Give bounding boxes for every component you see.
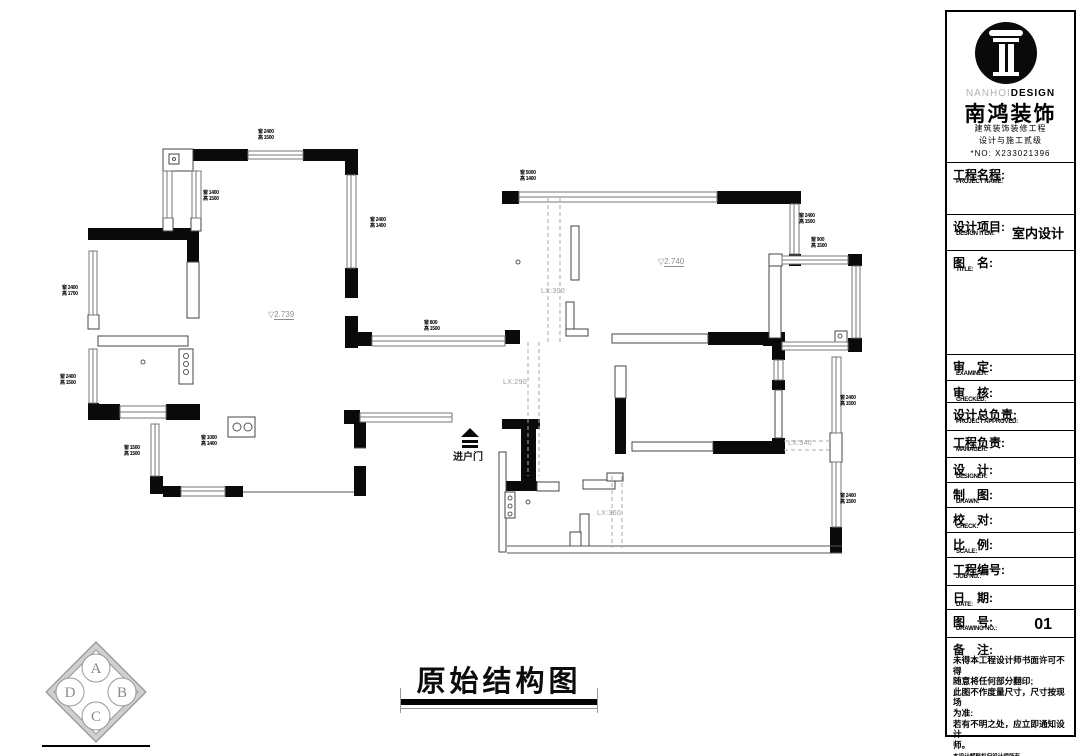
drawing-number-value: 01 bbox=[1034, 616, 1052, 633]
copyright-note: 本设计解释权归设计师所有。 bbox=[953, 752, 1071, 756]
beam-label: LX:340 bbox=[788, 440, 812, 447]
cert-line-1: 建筑装饰装修工程 bbox=[974, 124, 1047, 133]
field-design-item: 设计项目: DESIGN ITEM: 室内设计 bbox=[947, 214, 1074, 250]
beam-dashed-lines bbox=[527, 198, 830, 548]
field-drawn: 制 图: DRAWN: bbox=[947, 482, 1074, 507]
field-project-name: 工程名程: PROJECT NAME: bbox=[947, 162, 1074, 214]
field-examiner: 审 定: EXAMINER: bbox=[947, 354, 1074, 380]
walls-black bbox=[88, 149, 862, 553]
field-drawing-no: 图 号: DRAWING NO.: 01 bbox=[947, 609, 1074, 637]
logo-wordmark: NANHOIDESIGN bbox=[947, 88, 1074, 99]
company-name: 南鸿装饰 bbox=[964, 103, 1057, 126]
logo-text-nanhoi: NANHOI bbox=[965, 88, 1011, 99]
cert-line-2: 设计与施工贰级 bbox=[979, 136, 1042, 145]
plan-title: 原始结构图 bbox=[416, 666, 582, 698]
walls-outline bbox=[87, 148, 848, 553]
design-item-value: 室内设计 bbox=[1011, 226, 1064, 241]
compass-letter-a: A bbox=[91, 661, 102, 677]
field-date: 日 期: DATE: bbox=[947, 585, 1074, 609]
title-underline-thin bbox=[400, 708, 598, 709]
field-designer: 设 计: DESIGNER: bbox=[947, 457, 1074, 482]
field-project-approved: 设计总负责: PROJECT APPROVED: bbox=[947, 402, 1074, 430]
level-mark: ▽2.739 bbox=[268, 310, 295, 320]
title-block: NANHOIDESIGN 南鸿装饰 建筑装饰装修工程 设计与施工贰级 *NO: … bbox=[945, 10, 1076, 756]
fixture-circles bbox=[140, 157, 843, 517]
entry-door-icon bbox=[461, 428, 479, 448]
entry-door-label: 进户门 bbox=[453, 452, 483, 463]
zone-diamond-logo: A B C D bbox=[42, 641, 150, 747]
windows bbox=[88, 150, 861, 528]
compass-letter-b: B bbox=[117, 685, 127, 701]
field-title: 图 名: TITLE: bbox=[947, 250, 1074, 354]
logo-text-design: DESIGN bbox=[1010, 88, 1056, 99]
level-symbol: ▽ bbox=[658, 257, 665, 266]
title-tick bbox=[400, 688, 401, 713]
floor-plan-canvas bbox=[87, 148, 862, 554]
field-manager: 工程负责: MANAGER: bbox=[947, 430, 1074, 457]
cert-number: *NO: X233021396 bbox=[970, 149, 1051, 158]
compass-letter-d: D bbox=[65, 685, 76, 701]
field-check: 校 对: CHECK: bbox=[947, 507, 1074, 532]
title-underline-bar bbox=[400, 699, 598, 705]
company-logo-icon bbox=[975, 22, 1037, 84]
field-job-no: 工程编号: JOB NO.: bbox=[947, 557, 1074, 585]
title-tick bbox=[597, 688, 598, 713]
field-checked: 审 核: CHECKED: bbox=[947, 380, 1074, 403]
level-mark: ▽2.740 bbox=[658, 257, 685, 267]
beam-label: LX:360 bbox=[597, 510, 621, 517]
compass-letter-c: C bbox=[91, 709, 101, 725]
level-symbol: ▽ bbox=[268, 310, 275, 319]
notes-body: 未得本工程设计师书面许可不得 随意将任何部分翻印; 此图不作度量尺寸，尺寸按现场… bbox=[953, 655, 1071, 756]
thin-lines bbox=[243, 447, 842, 554]
beam-label: LX:290 bbox=[503, 379, 527, 386]
beam-label: LX:300 bbox=[541, 288, 565, 295]
field-notes: 备 注: 未得本工程设计师书面许可不得 随意将任何部分翻印; 此图不作度量尺寸，… bbox=[947, 637, 1074, 756]
field-scale: 比 例: SCALE: bbox=[947, 532, 1074, 557]
notes-label: 备 注: bbox=[953, 643, 993, 657]
